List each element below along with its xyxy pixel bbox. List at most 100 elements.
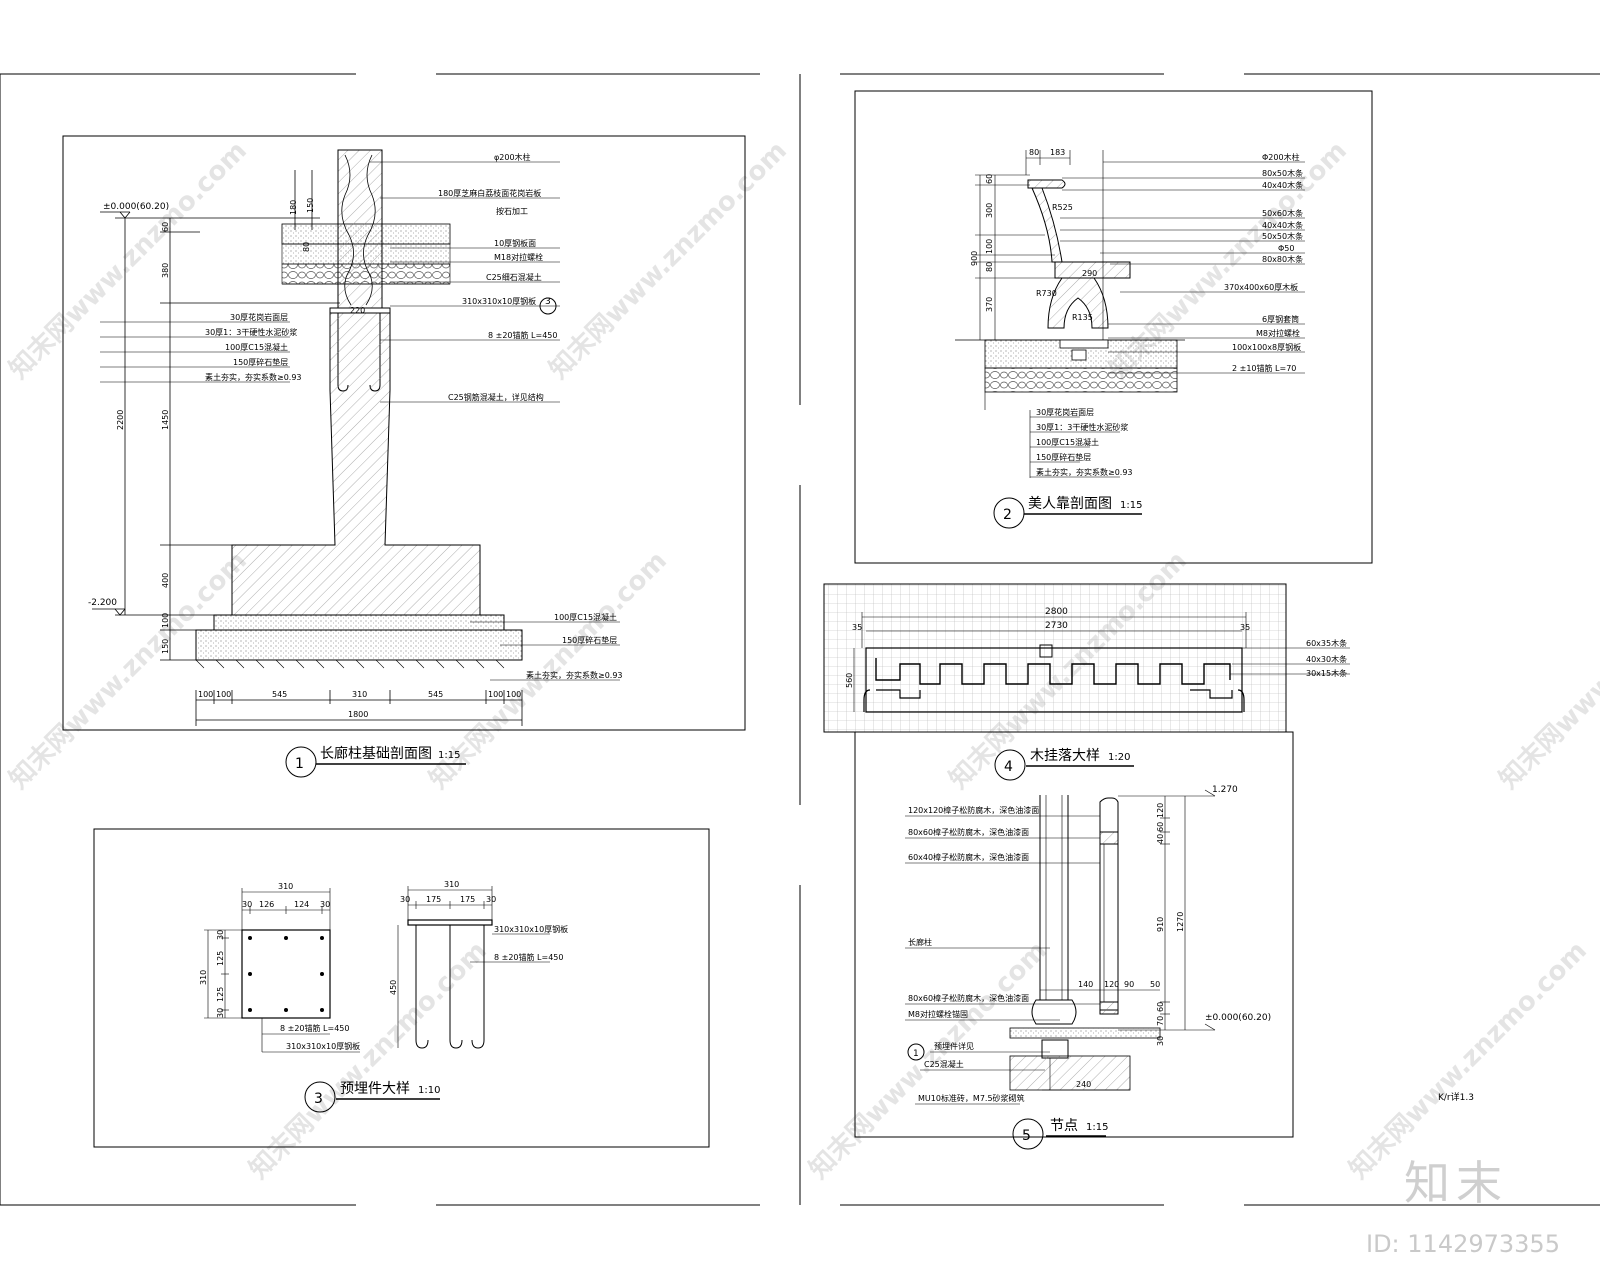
node-leader-lines <box>905 815 1100 1105</box>
dim-label: 35 <box>1240 623 1250 632</box>
leader-label: 40x40木条 <box>1262 180 1303 190</box>
bench-dimension-lines <box>975 150 1071 340</box>
dim-label: 30 <box>320 900 330 909</box>
drawing-number: 5 <box>1022 1128 1031 1144</box>
leader-label: 310x310x10厚钢板 <box>494 924 568 934</box>
dim-label: 30 <box>216 930 225 940</box>
dim-label: 240 <box>1076 1080 1091 1089</box>
drawing-title: 预埋件大样 <box>340 1081 410 1097</box>
inner-label: 290 <box>1082 269 1097 278</box>
dim-label: 183 <box>1050 148 1065 157</box>
dim-label: 60 <box>985 174 994 184</box>
dim-label: 545 <box>272 690 287 699</box>
dim-label: 100 <box>161 613 170 628</box>
bench-leg <box>1047 277 1109 329</box>
title-circle <box>1012 1118 1044 1150</box>
leader-label: 100厚C15混凝土 <box>554 612 617 622</box>
layer-label: 30厚1：3干硬性水泥砂浆 <box>205 327 297 337</box>
dim-label: 120 <box>1104 980 1119 989</box>
leader-label: φ200木柱 <box>494 152 531 162</box>
leader-label: 预埋件详见 <box>934 1041 974 1051</box>
dim-label: 150 <box>306 198 315 213</box>
drawing-title: 节点 <box>1050 1118 1078 1134</box>
leader-label: C25混凝土 <box>924 1059 964 1069</box>
drawing-scale: 1:15 <box>1086 1122 1108 1133</box>
leader-label: M8对拉螺栓 <box>1256 328 1300 338</box>
leader-label: 素土夯实，夯实系数≥0.93 <box>526 670 623 680</box>
dim-label: 126 <box>259 900 274 909</box>
leader-label: 310x310x10厚钢板 <box>462 296 536 306</box>
dim-label: 80 <box>985 262 994 272</box>
dim-label: 80 <box>1029 148 1039 157</box>
leader-label: 40x40木条 <box>1262 220 1303 230</box>
dim-label: 30 <box>216 1008 225 1018</box>
level-top-label: 1.270 <box>1212 785 1238 795</box>
dim-label: 450 <box>389 980 398 995</box>
fret-pattern <box>875 658 1231 685</box>
dim-label: 310 <box>278 882 293 891</box>
dim-label: 120 <box>1156 803 1165 818</box>
leader-label: C25细石混凝土 <box>486 272 542 282</box>
inner-label: R135 <box>1072 313 1093 322</box>
dim-label: 35 <box>852 623 862 632</box>
leader-label: 长廊柱 <box>908 937 932 947</box>
dim-label: 300 <box>985 203 994 218</box>
drawing-3-embedded-part: 310 30 126 124 30 310 30 125 125 30 8 ±2… <box>93 828 710 1148</box>
leader-label: 按石加工 <box>496 206 528 216</box>
dim-label: 30 <box>400 895 410 904</box>
dim-label: 545 <box>428 690 443 699</box>
drawing-3-frame <box>93 828 710 1148</box>
drawing-4-lattice: 2800 2730 35 35 560 60x35木条 40x30木条 30x1… <box>823 583 1350 781</box>
leader-label: 8 ±20锚筋 L=450 <box>494 952 564 962</box>
leader-label: MU10标准砖，M7.5砂浆砌筑 <box>918 1093 1025 1103</box>
section-dimension-lines <box>397 886 550 1048</box>
id-watermark: ID: 1142973355 <box>1366 1230 1560 1258</box>
leader-label: 80x50木条 <box>1262 168 1303 178</box>
leader-label: Φ200木柱 <box>1262 152 1300 162</box>
dim-label: 80 <box>302 242 311 252</box>
timber-column <box>337 149 383 311</box>
dim-label: 380 <box>161 263 170 278</box>
detail-ref-circle <box>539 297 557 315</box>
layer-label: 100厚C15混凝土 <box>1036 437 1099 447</box>
drawing-number: 2 <box>1003 507 1012 523</box>
leader-label: 6厚钢套筒 <box>1262 314 1299 324</box>
dim-label: 50 <box>1150 980 1160 989</box>
dim-label: 40 <box>1156 834 1165 844</box>
dim-label: 220 <box>350 306 365 315</box>
title-circle <box>285 746 317 778</box>
leader-label: 10厚钢板面 <box>494 238 536 248</box>
dim-label: 124 <box>294 900 309 909</box>
layer-label: 150厚碎石垫层 <box>1036 452 1091 462</box>
dim-label: 180 <box>289 200 298 215</box>
dim-label: 1270 <box>1176 912 1185 932</box>
dim-label: 125 <box>216 951 225 966</box>
drawing-scale: 1:15 <box>438 750 460 761</box>
drawing-title: 美人靠剖面图 <box>1028 496 1112 512</box>
inner-label: R525 <box>1052 203 1073 212</box>
sheet-frame <box>0 73 1600 1206</box>
gravel-layer <box>984 367 1178 393</box>
leader-label: M8对拉螺栓锚固 <box>908 1009 968 1019</box>
dim-label: 910 <box>1156 917 1165 932</box>
brick-base <box>1009 1055 1131 1091</box>
layer-label: 30厚花岗岩面层 <box>1036 407 1094 417</box>
drawing-5-node: 1.270 ±0.000(60.20) 120 60 40 910 1270 6… <box>854 731 1294 1150</box>
dim-label: 100 <box>488 690 503 699</box>
dim-label: 2200 <box>116 410 125 430</box>
layer-label: 30厚1：3干硬性水泥砂浆 <box>1036 422 1128 432</box>
title-circle <box>993 497 1025 529</box>
dim-label: 2730 <box>1045 621 1068 631</box>
column-base <box>1031 999 1077 1025</box>
drawing-title: 木挂落大样 <box>1030 748 1100 764</box>
inner-label: R730 <box>1036 289 1057 298</box>
watermark-text: 知末网www.znzmo.com <box>4 136 253 385</box>
leader-label: 60x40樟子松防腐木，深色油漆面 <box>908 852 1029 862</box>
title-circle <box>304 1081 336 1113</box>
dim-label: 30 <box>1156 1036 1165 1046</box>
dim-label: 60 <box>161 222 170 232</box>
leader-label: 50x60木条 <box>1262 208 1303 218</box>
brand-watermark: 知末 <box>1404 1156 1508 1210</box>
leader-label: 80x60樟子松防腐木，深色油漆面 <box>908 993 1029 1003</box>
leader-label: Φ50 <box>1278 244 1294 253</box>
